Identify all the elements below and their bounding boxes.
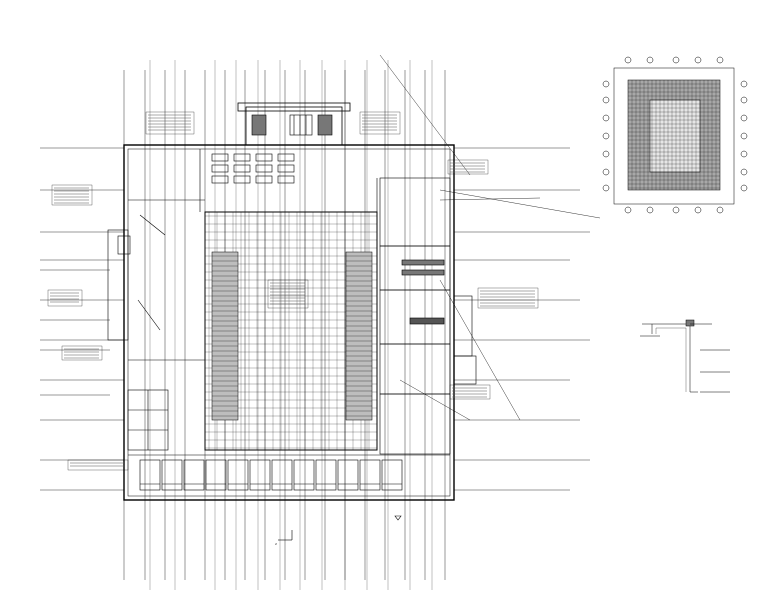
left-lower-rooms xyxy=(127,389,169,451)
bottom-room xyxy=(139,459,161,491)
bottom-room xyxy=(183,459,205,491)
annotation-box xyxy=(449,384,491,400)
grid-bubble xyxy=(694,206,702,214)
grid-bubble xyxy=(716,206,724,214)
window xyxy=(277,175,295,184)
horizontal-grid-lines xyxy=(40,147,590,491)
annotation-notes xyxy=(47,111,539,471)
grid-bubble xyxy=(602,184,610,192)
grid-bubble xyxy=(602,96,610,104)
window xyxy=(211,153,229,162)
window xyxy=(233,153,251,162)
bottom-room xyxy=(359,459,381,491)
grid-bubble xyxy=(716,56,724,64)
grid-bubble xyxy=(602,168,610,176)
bottom-room xyxy=(205,459,227,491)
section-marker-label: 2 xyxy=(275,542,277,546)
grid-bubble xyxy=(602,150,610,158)
grid-bubble xyxy=(740,80,748,88)
grid-bubble xyxy=(740,150,748,158)
window xyxy=(233,175,251,184)
bottom-room xyxy=(381,459,403,491)
grid-bubble xyxy=(602,114,610,122)
bottom-room xyxy=(315,459,337,491)
window xyxy=(211,175,229,184)
bottom-room xyxy=(249,459,271,491)
bottom-room xyxy=(161,459,183,491)
grid-bubble xyxy=(624,56,632,64)
key-plan-gridlines xyxy=(628,80,720,190)
grid-bubble xyxy=(646,56,654,64)
grid-bubble xyxy=(740,184,748,192)
grid-bubble xyxy=(740,114,748,122)
grid-bubble xyxy=(646,206,654,214)
grid-bubble xyxy=(740,168,748,176)
bottom-room xyxy=(227,459,249,491)
annotation-box xyxy=(61,345,103,361)
key-plan xyxy=(602,56,748,214)
key-plan-border xyxy=(613,67,735,205)
wall-detail xyxy=(640,319,730,393)
window xyxy=(277,164,295,173)
left-stair-block xyxy=(107,229,131,341)
annotation-box xyxy=(67,459,129,471)
bottom-room xyxy=(337,459,359,491)
window-block xyxy=(211,153,295,184)
annotation-box xyxy=(145,111,195,135)
right-service-rooms xyxy=(379,177,477,455)
bottom-room-row xyxy=(139,459,403,491)
detail-profile xyxy=(651,323,698,393)
annotation-box xyxy=(267,279,309,309)
window xyxy=(255,175,273,184)
main-floor-plan: 2 xyxy=(40,54,601,590)
annotation-box xyxy=(447,159,489,175)
grid-bubble xyxy=(694,56,702,64)
roof-penthouse xyxy=(237,102,351,146)
annotation-box xyxy=(359,111,401,135)
grid-bubble xyxy=(602,80,610,88)
seat-row-lines xyxy=(212,255,372,417)
grid-bubble xyxy=(740,132,748,140)
grid-bubble xyxy=(672,206,680,214)
window xyxy=(277,153,295,162)
section-marker: 2 xyxy=(275,515,402,546)
window xyxy=(255,164,273,173)
annotation-box xyxy=(51,184,93,206)
key-plan-grid-bubbles xyxy=(602,56,748,214)
bottom-room xyxy=(293,459,315,491)
leader-lines xyxy=(379,54,601,421)
window xyxy=(211,164,229,173)
grid-bubble xyxy=(672,56,680,64)
grid-bubble xyxy=(602,132,610,140)
window xyxy=(233,164,251,173)
grid-bubble xyxy=(740,96,748,104)
grid-bubble xyxy=(624,206,632,214)
bottom-room xyxy=(271,459,293,491)
interior-partitions xyxy=(128,149,450,456)
annotation-box xyxy=(47,289,83,307)
window xyxy=(255,153,273,162)
vertical-grid-lines xyxy=(123,60,446,590)
annotation-box xyxy=(477,287,539,309)
